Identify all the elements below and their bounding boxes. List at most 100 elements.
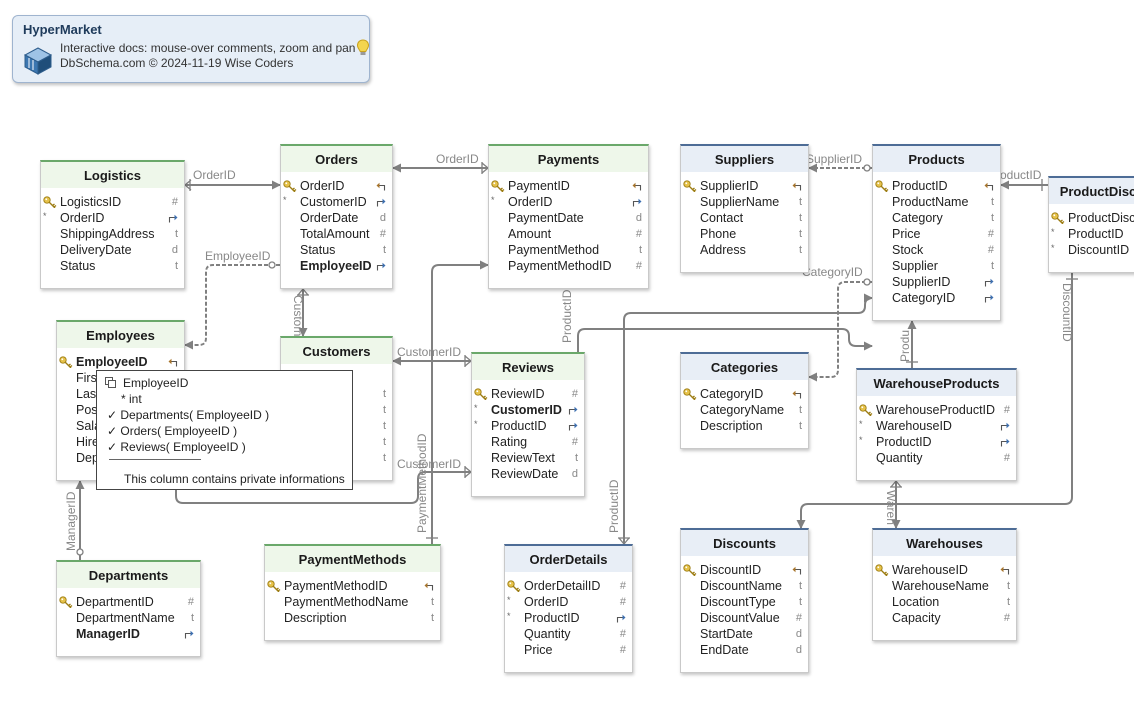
column-row[interactable]: OrderID bbox=[281, 178, 392, 194]
column-row[interactable]: DiscountID bbox=[681, 562, 808, 578]
column-row[interactable]: t bbox=[281, 434, 392, 450]
column-row[interactable]: PaymentMethodID bbox=[265, 578, 440, 594]
column-row[interactable]: LogisticsID# bbox=[41, 194, 184, 210]
column-row[interactable]: Dep bbox=[57, 450, 184, 466]
column-row[interactable]: Stock# bbox=[873, 242, 1000, 258]
column-row[interactable]: *CustomerID bbox=[472, 402, 584, 418]
column-row[interactable]: *OrderID bbox=[489, 194, 648, 210]
table-title[interactable]: Reviews bbox=[472, 354, 584, 380]
column-row[interactable]: WarehouseID bbox=[873, 562, 1016, 578]
table-title[interactable]: Discounts bbox=[681, 530, 808, 556]
column-row[interactable]: CategoryID bbox=[681, 386, 808, 402]
column-row[interactable]: Capacity# bbox=[873, 610, 1016, 626]
column-row[interactable]: TotalAmount# bbox=[281, 226, 392, 242]
column-row[interactable]: Sala bbox=[57, 418, 184, 434]
column-row[interactable]: SupplierID bbox=[681, 178, 808, 194]
column-row[interactable]: SupplierID bbox=[873, 274, 1000, 290]
column-row[interactable]: DiscountValue# bbox=[681, 610, 808, 626]
column-row[interactable]: Price# bbox=[873, 226, 1000, 242]
column-row[interactable]: *OrderID# bbox=[505, 594, 632, 610]
table-title[interactable]: Warehouses bbox=[873, 530, 1016, 556]
column-row[interactable]: EmployeeID bbox=[281, 258, 392, 274]
column-row[interactable]: EmployeeID bbox=[57, 354, 184, 370]
rel-payments-paymentmethods[interactable] bbox=[431, 260, 489, 544]
column-row[interactable]: t bbox=[281, 450, 392, 466]
table-title[interactable]: Categories bbox=[681, 354, 808, 380]
column-row[interactable]: Amount# bbox=[489, 226, 648, 242]
column-row[interactable]: CategoryID bbox=[873, 290, 1000, 306]
rel-reviews-products[interactable] bbox=[577, 328, 873, 352]
column-row[interactable]: *ProductID bbox=[505, 610, 632, 626]
table-title[interactable]: Logistics bbox=[41, 162, 184, 188]
column-row[interactable]: ProductID bbox=[873, 178, 1000, 194]
column-row[interactable]: ReviewID# bbox=[472, 386, 584, 402]
table-title[interactable]: Payments bbox=[489, 146, 648, 172]
column-row[interactable]: WarehouseProductID# bbox=[857, 402, 1016, 418]
column-row[interactable]: *CustomerID bbox=[281, 194, 392, 210]
table-title[interactable]: Products bbox=[873, 146, 1000, 172]
table-title[interactable]: Departments bbox=[57, 562, 200, 588]
rel-orderdetails-products[interactable] bbox=[623, 293, 873, 544]
column-row[interactable]: Hire bbox=[57, 434, 184, 450]
rel-productdisc-discounts[interactable] bbox=[796, 273, 1073, 529]
column-row[interactable]: t bbox=[281, 386, 392, 402]
column-row[interactable]: *ProductID bbox=[857, 434, 1016, 450]
table-title[interactable]: ProductDisc bbox=[1049, 178, 1134, 204]
column-row[interactable]: *DiscountID bbox=[1049, 242, 1134, 258]
rel-reviews-customers-2[interactable] bbox=[175, 471, 471, 504]
column-row[interactable]: Rating# bbox=[472, 434, 584, 450]
column-row[interactable]: PaymentMethodID# bbox=[489, 258, 648, 274]
column-row[interactable]: PaymentID bbox=[489, 178, 648, 194]
column-row[interactable]: Quantity# bbox=[505, 626, 632, 642]
column-row[interactable]: *WarehouseID bbox=[857, 418, 1016, 434]
column-row[interactable]: OrderDetailID# bbox=[505, 578, 632, 594]
project-info-box[interactable]: HyperMarket Interactive docs: mouse-over… bbox=[12, 15, 370, 83]
table-title[interactable]: Employees bbox=[57, 322, 184, 348]
column-row[interactable]: Last bbox=[57, 386, 184, 402]
column-row[interactable]: DepartmentID# bbox=[57, 594, 200, 610]
table-title[interactable]: PaymentMethods bbox=[265, 546, 440, 572]
table-title[interactable]: OrderDetails bbox=[505, 546, 632, 572]
column-row[interactable]: Price# bbox=[505, 642, 632, 658]
table-title[interactable]: WarehouseProducts bbox=[857, 370, 1016, 396]
column-row[interactable]: t bbox=[281, 402, 392, 418]
